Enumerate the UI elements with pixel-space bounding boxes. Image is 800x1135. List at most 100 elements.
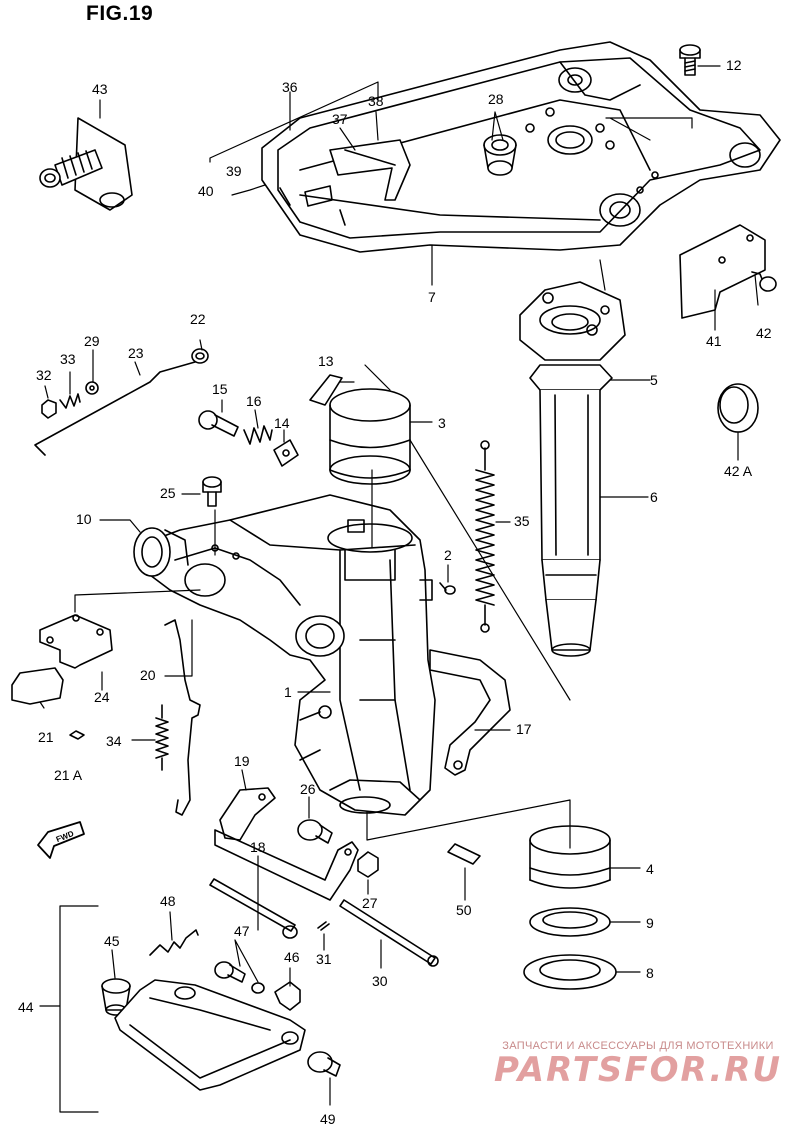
shaft-18 [209,878,298,939]
callout-50: 50 [456,902,472,918]
callout-36: 36 [282,79,298,95]
callout-41: 41 [706,333,722,349]
watermark-site: PARTSFOR.RU [493,1050,783,1090]
callout-47: 47 [234,923,250,939]
bolt-15 [198,410,239,437]
bushing-upper-3 [309,374,411,485]
plate-41 [679,224,766,319]
bolt-47 [214,961,265,994]
callout-44: 44 [18,999,34,1015]
callout-2: 2 [444,547,452,563]
callout-42: 42 [756,325,772,341]
callout-40: 40 [198,183,214,199]
cap-42a [717,383,759,433]
callout-48: 48 [160,893,176,909]
callout-21: 21 [38,729,54,745]
stopper-assembly-43 [39,117,133,211]
callout-29: 29 [84,333,100,349]
callout-17: 17 [516,721,532,737]
callout-31: 31 [316,951,332,967]
callout-14: 14 [274,415,290,431]
callout-18: 18 [250,839,266,855]
lever-19 [214,787,359,901]
swivel-bracket-frame [261,41,781,253]
washer-29 [85,381,99,395]
callout-20: 20 [140,667,156,683]
washer-9 [529,907,611,937]
callout-34: 34 [106,733,122,749]
callout-39: 39 [226,163,242,179]
callout-42a: 42 A [724,463,753,479]
callout-6: 6 [650,489,658,505]
boot-10 [133,527,189,577]
lever-handle-44 [114,979,306,1091]
bolt-49 [307,1051,341,1077]
callout-13: 13 [318,353,334,369]
watermark-tagline: ЗАПЧАСТИ И АКСЕССУАРЫ ДЛЯ МОТОТЕХНИКИ [502,1040,774,1052]
callout-21a: 21 A [54,767,83,783]
callout-16: 16 [246,393,262,409]
figure-title: FIG.19 [86,2,154,25]
callout-43: 43 [92,81,108,97]
fwd-arrow-icon [37,821,85,859]
shaft-30 [339,899,439,967]
bolt-25 [202,476,222,507]
callout-32: 32 [36,367,52,383]
plate-46 [274,981,301,1011]
leader-lines [39,65,759,1113]
callout-10: 10 [76,511,92,527]
stopper-bracket-24 [39,614,113,669]
wire-20 [164,619,201,816]
callout-23: 23 [128,345,144,361]
pin-50 [447,843,481,865]
callout-49: 49 [320,1111,336,1127]
callout-5: 5 [650,372,658,388]
callout-12: 12 [726,57,742,73]
callout-26: 26 [300,781,316,797]
watermark: ЗАПЧАСТИ И АКСЕССУАРЫ ДЛЯ МОТОТЕХНИКИ PA… [488,1040,788,1088]
collar-22 [191,348,209,364]
callout-45: 45 [104,933,120,949]
bracket-17 [429,649,511,776]
callout-46: 46 [284,949,300,965]
callout-8: 8 [646,965,654,981]
callout-22: 22 [190,311,206,327]
callout-27: 27 [362,895,378,911]
spring-48 [149,929,199,956]
callout-4: 4 [646,861,654,877]
bolt-12 [679,44,701,76]
callout-38: 38 [368,93,384,109]
spring-34 [155,704,169,771]
callout-3: 3 [438,415,446,431]
callout-24: 24 [94,689,110,705]
callout-labels: 43 36 38 37 28 12 39 40 7 41 42 22 29 23… [18,57,772,1127]
callout-35: 35 [514,513,530,529]
rod-23 [34,361,196,456]
washer-8 [523,954,617,990]
callout-30: 30 [372,973,388,989]
clip-14 [273,439,299,467]
nut-27 [357,851,379,878]
cap-45 [101,978,131,1016]
bolt-26 [297,819,333,844]
spring-33 [59,393,81,409]
screw-42 [751,271,777,292]
callout-28: 28 [488,91,504,107]
callout-1: 1 [284,684,292,700]
spring-16 [243,425,273,445]
callout-19: 19 [234,753,250,769]
swivel-shaft-6 [519,281,626,657]
swivel-case-1 [139,494,436,816]
pin-31 [317,921,330,931]
callout-9: 9 [646,915,654,931]
spring-35 [475,440,495,633]
callout-25: 25 [160,485,176,501]
screw-2 [439,582,456,595]
bolt-32 [41,399,57,419]
callout-15: 15 [212,381,228,397]
callout-7: 7 [428,289,436,305]
callout-37: 37 [332,111,348,127]
callout-33: 33 [60,351,76,367]
rubber-pad-21 [11,667,64,705]
